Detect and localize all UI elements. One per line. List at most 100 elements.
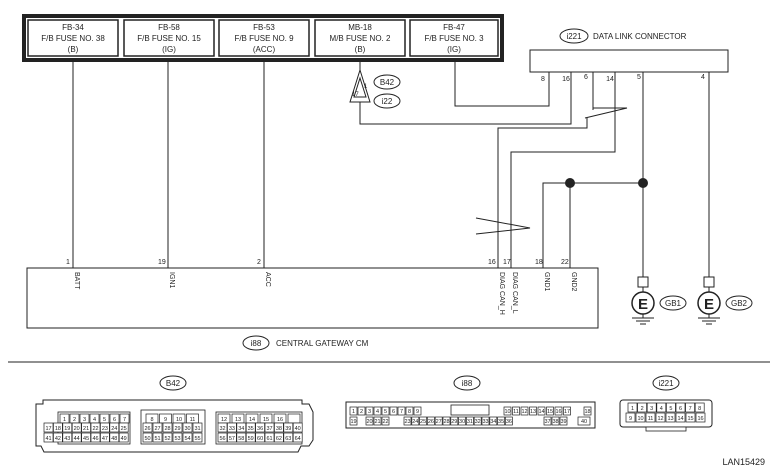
- fuse-4-name: M/B FUSE NO. 2: [330, 34, 391, 43]
- pin-number: 10: [176, 417, 182, 423]
- cm-pin-num-2: 2: [257, 259, 261, 266]
- data-link-connector: i221 DATA LINK CONNECTOR 8 16 6 14 5 4: [529, 28, 729, 83]
- pin-number: 38: [276, 426, 282, 432]
- pin-cell: [434, 416, 443, 426]
- pin-number: 44: [74, 436, 80, 442]
- pin-cell: [81, 432, 91, 443]
- pin-cell: [458, 416, 466, 426]
- pin-number: 20: [366, 419, 372, 425]
- pin-cell: [100, 432, 110, 443]
- pin-number: 8: [408, 409, 411, 415]
- pin-number: 45: [83, 436, 89, 442]
- pin-cell: [529, 406, 537, 416]
- fuse-3-supply: (ACC): [253, 45, 276, 54]
- pin-number: 14: [249, 417, 255, 423]
- pin-cell: [675, 412, 686, 423]
- pin-cell: [675, 402, 686, 413]
- pin-cell: [255, 422, 265, 433]
- pin-cell: [413, 406, 422, 416]
- pin-number: 40: [581, 419, 587, 425]
- pin-number: 7: [689, 406, 692, 412]
- pin-number: 37: [266, 426, 272, 432]
- dlc-pin-6: 6: [584, 74, 588, 81]
- pin-number: 12: [521, 409, 527, 415]
- pin-number: 15: [263, 417, 269, 423]
- pin-cell: [405, 406, 414, 416]
- pin-cell: [411, 416, 420, 426]
- view-b42-title: B42: [166, 379, 181, 388]
- pin-number: 41: [45, 436, 51, 442]
- fuse-5-id: FB-47: [443, 23, 465, 32]
- pin-cell: [43, 432, 54, 443]
- pin-number: 11: [513, 409, 519, 415]
- pin-cell: [637, 402, 647, 413]
- pin-number: 19: [350, 419, 356, 425]
- pin-number: 4: [93, 417, 96, 423]
- pin-cell: [656, 402, 667, 413]
- pin-number: 33: [229, 426, 235, 432]
- pin-number: 25: [420, 419, 426, 425]
- pin-number: 23: [102, 426, 108, 432]
- pin-cell: [245, 432, 256, 443]
- cm-pin-name-gnd1: GND1: [543, 272, 550, 292]
- fuse-block: FB-34 F/B FUSE NO. 38 (B) FB-58 F/B FUSE…: [22, 14, 504, 62]
- fuse-3-id: FB-53: [253, 23, 275, 32]
- pin-number: 22: [92, 426, 98, 432]
- fuse-2-name: F/B FUSE NO. 15: [137, 34, 201, 43]
- pin-cell: [481, 416, 490, 426]
- fuse-3-name: F/B FUSE NO. 9: [234, 34, 294, 43]
- pin-cell: [543, 416, 552, 426]
- fuse-5-supply: (IG): [447, 45, 461, 54]
- pin-number: 60: [257, 436, 263, 442]
- pin-number: 34: [490, 419, 496, 425]
- fuse-1-name: F/B FUSE NO. 38: [41, 34, 105, 43]
- pin-cell: [287, 413, 301, 424]
- ground-gb2: E GB2: [697, 276, 753, 325]
- pin-number: 1: [631, 406, 634, 412]
- pin-number: 36: [506, 419, 512, 425]
- ground-gb1: E GB1: [631, 276, 687, 325]
- pin-number: 61: [266, 436, 272, 442]
- cm-pin-num-22: 22: [561, 259, 569, 266]
- connector-tags: 1 17 B42 i22: [349, 68, 401, 109]
- pin-cell: [503, 406, 512, 416]
- dlc-pin-4: 4: [701, 74, 705, 81]
- pin-number: 26: [144, 426, 150, 432]
- pin-number: 64: [295, 436, 301, 442]
- pin-cell: [646, 402, 657, 413]
- pin-number: 35: [498, 419, 504, 425]
- pin-cell: [142, 432, 153, 443]
- pin-cell: [397, 406, 406, 416]
- pin-cell: [373, 406, 382, 416]
- ground-gb1-label: GB1: [665, 299, 682, 308]
- pin-cell: [152, 432, 163, 443]
- pin-cell: [645, 412, 656, 423]
- pin-cell: [666, 402, 676, 413]
- pin-number: 5: [384, 409, 387, 415]
- pin-cell: [497, 416, 505, 426]
- pin-cell: [118, 432, 129, 443]
- pin-number: 15: [547, 409, 553, 415]
- pin-cell: [53, 432, 63, 443]
- pin-cell: [264, 432, 275, 443]
- pin-cell: [577, 416, 591, 426]
- pin-number: 26: [428, 419, 434, 425]
- junction-dot: [565, 178, 575, 188]
- pin-number: 11: [190, 417, 196, 423]
- fuse-1-id: FB-34: [62, 23, 84, 32]
- pin-cell: [694, 402, 705, 413]
- pin-cell: [152, 422, 163, 433]
- tag-pin-i22: 17: [352, 92, 359, 98]
- pin-number: 27: [436, 419, 442, 425]
- cm-pin-num-16: 16: [488, 259, 496, 266]
- pin-cell: [162, 422, 173, 433]
- pin-number: 47: [102, 436, 108, 442]
- pin-cell: [512, 406, 520, 416]
- pin-cell: [43, 422, 54, 433]
- pin-cell: [389, 406, 398, 416]
- pin-cell: [71, 422, 82, 433]
- pin-cell: [172, 422, 183, 433]
